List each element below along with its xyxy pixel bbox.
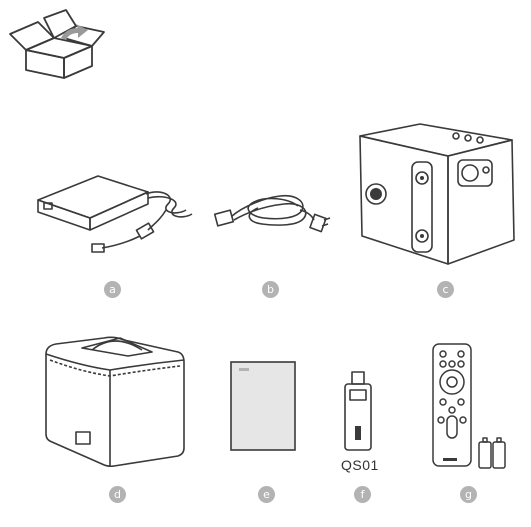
documentation-image [229, 360, 299, 454]
item-d-badge: d [109, 486, 126, 503]
carrying-bag-image [42, 330, 188, 468]
projector-image [356, 122, 520, 268]
item-b-badge: b [262, 281, 279, 298]
streaming-dongle-image [341, 370, 375, 454]
dongle-model-label: QS01 [341, 457, 379, 473]
open-box-icon [6, 8, 106, 80]
item-a-badge: a [104, 281, 121, 298]
item-c-badge: c [437, 281, 454, 298]
item-e-badge: e [258, 486, 275, 503]
item-g-badge: g [460, 486, 477, 503]
power-adapter-image [36, 170, 196, 258]
remote-control-image [431, 342, 511, 470]
item-f-badge: f [354, 486, 371, 503]
power-cord-image [214, 176, 332, 242]
